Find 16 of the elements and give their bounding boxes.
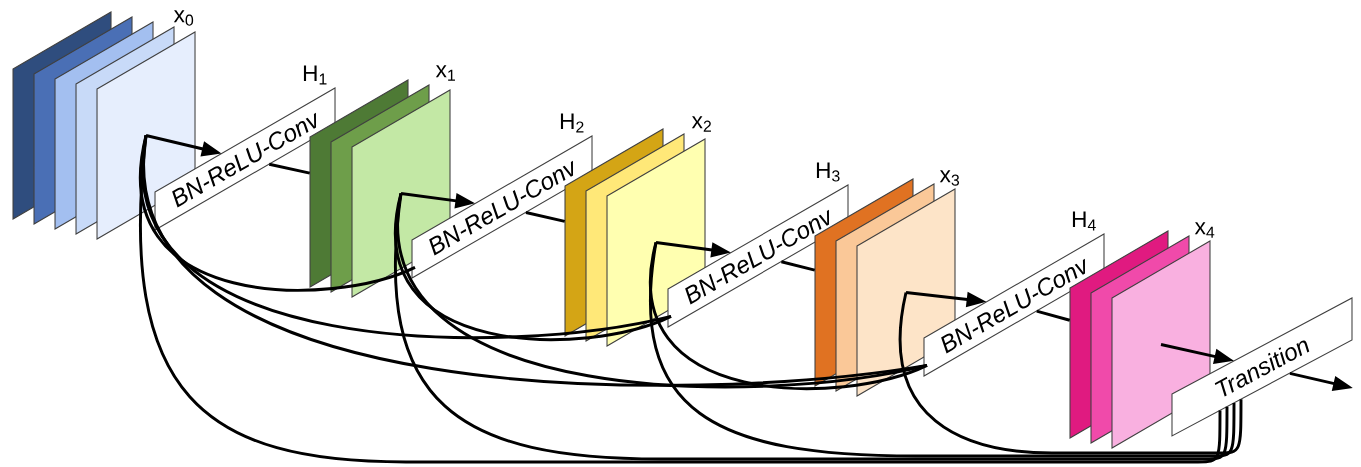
stack-label: x$_{3}$ [939, 170, 960, 186]
stack-label: x$_{4}$ [1194, 222, 1215, 238]
skip-connection [649, 242, 1236, 458]
layer-label: H$_{4}$ [1072, 211, 1096, 231]
skip-connection [139, 135, 1222, 464]
connector-line [1036, 309, 1071, 322]
layer-label: H$_{3}$ [816, 162, 840, 182]
connector-line [525, 211, 566, 223]
skip-connection [394, 193, 1229, 461]
connector-line [268, 162, 311, 175]
layer-label: H$_{1}$ [303, 65, 327, 85]
layer-label: H$_{2}$ [560, 113, 584, 133]
stack-label: x$_{1}$ [435, 65, 455, 81]
stack-label: x$_{0}$ [173, 10, 194, 26]
stack-label: x$_{2}$ [691, 116, 711, 132]
connector-line [781, 260, 816, 272]
